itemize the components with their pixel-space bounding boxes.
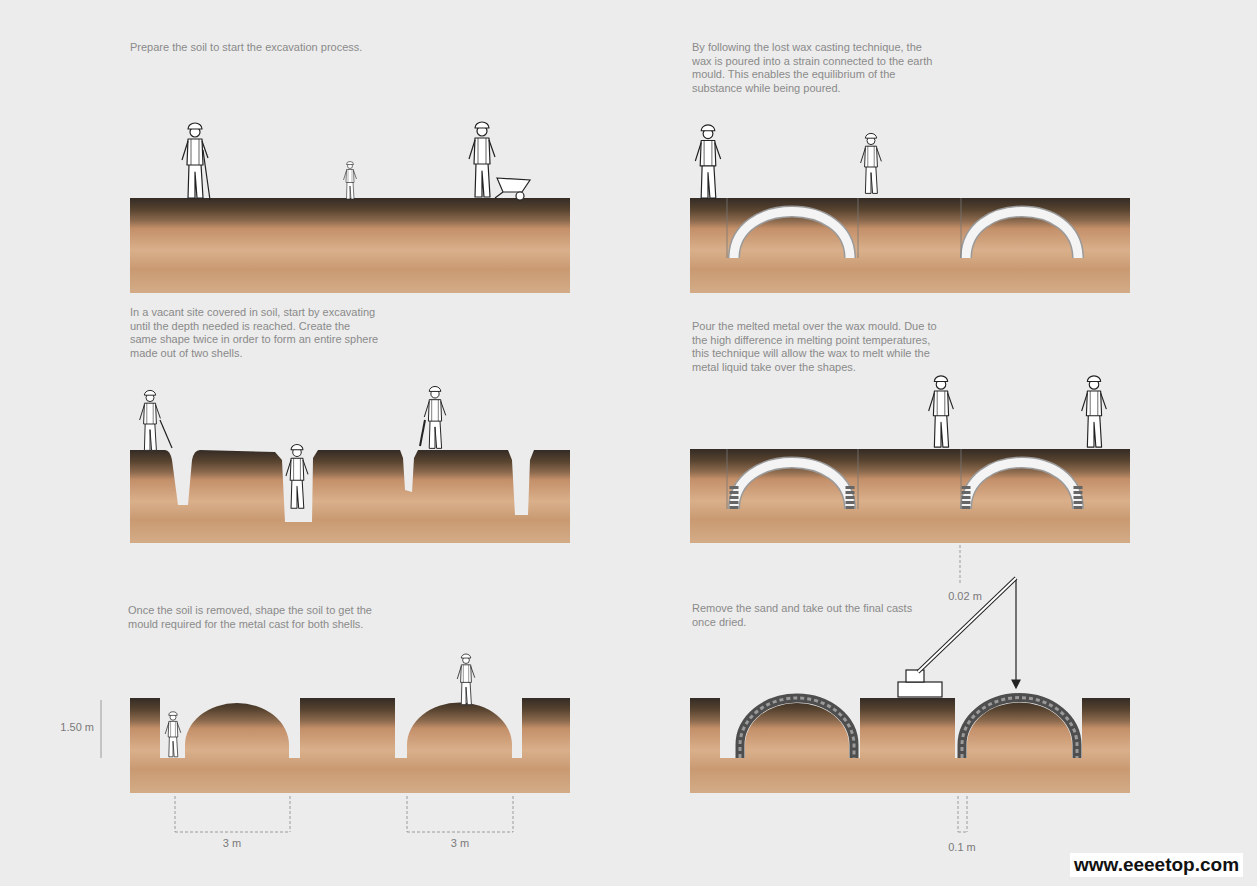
worker-figure — [424, 386, 445, 448]
step-caption: By following the lost wax casting techni… — [692, 41, 942, 95]
worker-figure — [1082, 376, 1107, 447]
worker-figure — [695, 125, 720, 198]
wheelbarrow — [495, 178, 530, 198]
dimension-lines — [958, 796, 967, 832]
soil-section — [130, 698, 570, 793]
dimension-label: 0.1 m — [932, 841, 992, 855]
soil-section — [690, 698, 1130, 793]
dimension-lines — [101, 700, 513, 832]
worker-figure — [344, 162, 357, 200]
metal-shell — [740, 698, 1077, 758]
soil-section — [690, 449, 1130, 543]
step-caption: Pour the melted metal over the wax mould… — [692, 320, 942, 374]
worker-figure — [861, 133, 882, 193]
wax-mould — [727, 198, 1078, 258]
worker-figure — [929, 376, 954, 447]
dimension-label: 0.02 m — [935, 590, 995, 604]
step-caption: In a vacant site covered in soil, start … — [130, 306, 380, 360]
dimension-label: 3 m — [202, 837, 262, 851]
dimension-line — [960, 545, 961, 585]
soil-section — [130, 198, 570, 293]
worker-figure — [286, 445, 308, 509]
step-caption: Remove the sand and take out the final c… — [692, 602, 917, 629]
worker-figure — [457, 654, 475, 705]
watermark: www.eeeetop.com — [1070, 853, 1243, 877]
step-caption: Once the soil is removed, shape the soil… — [128, 604, 378, 631]
dimension-label: 3 m — [430, 837, 490, 851]
worker-figure — [469, 122, 495, 197]
crane — [898, 578, 1020, 697]
soil-section — [690, 198, 1130, 293]
soil-section — [130, 450, 570, 543]
worker-figure — [140, 390, 161, 450]
dimension-label: 1.50 m — [50, 721, 94, 735]
worker-figure — [165, 712, 181, 757]
wax-mould — [727, 449, 1078, 509]
step-caption: Prepare the soil to start the excavation… — [130, 41, 375, 55]
